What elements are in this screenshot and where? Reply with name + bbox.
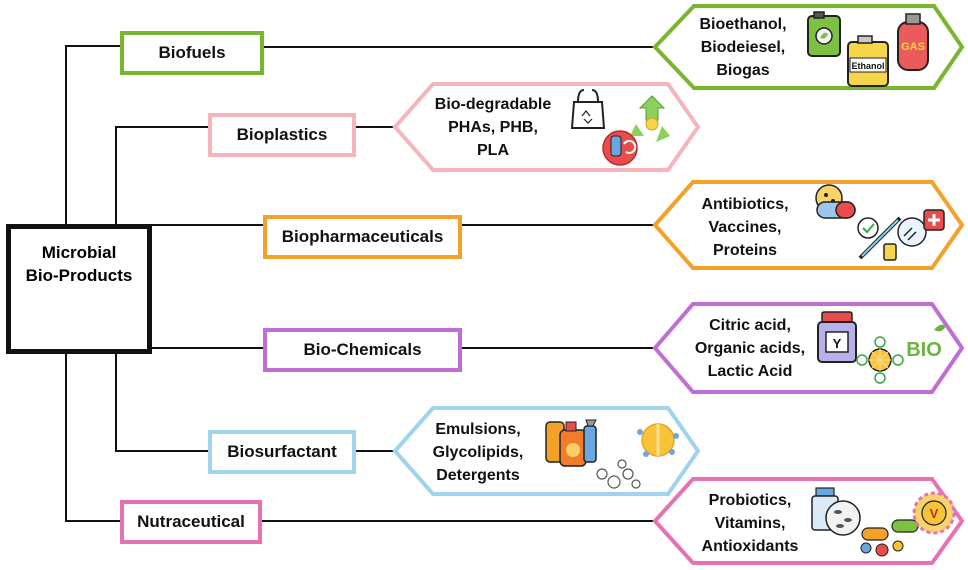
bubbles-icon bbox=[596, 423, 679, 489]
connector-line bbox=[115, 354, 208, 452]
products-nutraceutical: Probiotics, Vitamins, Antioxidants bbox=[690, 486, 810, 560]
product-item: Bioethanol, bbox=[699, 15, 787, 33]
products-biofuels: Bioethanol, Biodeiesel, Biogas bbox=[684, 10, 802, 84]
product-item: PHAs, PHB, bbox=[448, 118, 538, 136]
bio-logo-text: BIO bbox=[906, 339, 942, 361]
products-bioplastics: Bio-degradable PHAs, PHB, PLA bbox=[420, 90, 566, 164]
vitamin-icon: V bbox=[860, 491, 956, 557]
product-item: Citric acid, bbox=[709, 316, 791, 334]
product-item: Vitamins, bbox=[714, 514, 786, 532]
product-item: Biogas bbox=[716, 61, 770, 79]
category-box-bio-chemicals: Bio-Chemicals bbox=[263, 328, 462, 372]
root-title-line-2: Bio-Products bbox=[25, 266, 133, 285]
root-node: Microbial Bio-Products bbox=[6, 224, 152, 354]
citrus-icon: BIO bbox=[856, 324, 946, 384]
product-item: PLA bbox=[477, 141, 509, 159]
category-box-biofuels: Biofuels bbox=[120, 31, 264, 75]
fuel-can-icon: Ethanol bbox=[807, 11, 889, 87]
capsule-pills-icon bbox=[815, 184, 856, 219]
product-item: Vaccines, bbox=[708, 218, 782, 236]
product-item: Lactic Acid bbox=[707, 362, 793, 380]
product-item: Emulsions, bbox=[435, 420, 521, 438]
gas-cylinder-icon: GAS bbox=[897, 13, 929, 71]
syringe-icon bbox=[857, 209, 945, 261]
product-item: Detergents bbox=[436, 466, 520, 484]
products-bio-chemicals: Citric acid, Organic acids, Lactic Acid bbox=[682, 311, 818, 385]
connector-line bbox=[65, 354, 120, 522]
compostable-bag-icon bbox=[570, 89, 606, 129]
products-biosurfactant: Emulsions, Glycolipids, Detergents bbox=[420, 415, 536, 489]
chemical-jar-label: Y bbox=[833, 336, 842, 351]
product-item: Probiotics, bbox=[708, 491, 792, 509]
ethanol-can-label: Ethanol bbox=[852, 61, 885, 71]
gas-cylinder-label: GAS bbox=[901, 41, 925, 53]
product-item: Proteins bbox=[712, 241, 777, 259]
product-item: Antioxidants bbox=[701, 537, 799, 555]
probiotic-jar-icon bbox=[811, 487, 861, 536]
product-item: Antibiotics, bbox=[701, 195, 789, 213]
category-box-bioplastics: Bioplastics bbox=[208, 113, 356, 157]
category-box-biopharmaceuticals: Biopharmaceuticals bbox=[263, 215, 462, 259]
connector-lines bbox=[65, 45, 655, 522]
chemical-jar-icon: Y bbox=[817, 311, 857, 363]
product-item: Organic acids, bbox=[694, 339, 806, 357]
connector-line bbox=[115, 126, 208, 224]
category-label: Biopharmaceuticals bbox=[281, 227, 444, 246]
category-label: Bioplastics bbox=[236, 125, 328, 144]
category-label: Nutraceutical bbox=[137, 512, 245, 531]
category-label: Bio-Chemicals bbox=[303, 340, 422, 359]
category-box-nutraceutical: Nutraceutical bbox=[120, 500, 262, 544]
category-box-biosurfactant: Biosurfactant bbox=[208, 430, 356, 474]
detergent-bottles-icon bbox=[545, 419, 597, 467]
product-item: Glycolipids, bbox=[432, 443, 524, 461]
connector-line bbox=[65, 45, 120, 224]
product-item: Bio-degradable bbox=[434, 95, 552, 113]
recycle-icon bbox=[602, 95, 670, 166]
products-biopharmaceuticals: Antibiotics, Vaccines, Proteins bbox=[686, 190, 804, 264]
category-label: Biosurfactant bbox=[227, 442, 337, 461]
root-title-line-1: Microbial bbox=[41, 243, 117, 262]
vitamin-label: V bbox=[930, 506, 939, 521]
products-hexagon-nutraceutical bbox=[652, 477, 965, 565]
product-item: Biodeiesel, bbox=[700, 38, 786, 56]
category-label: Biofuels bbox=[158, 43, 226, 62]
